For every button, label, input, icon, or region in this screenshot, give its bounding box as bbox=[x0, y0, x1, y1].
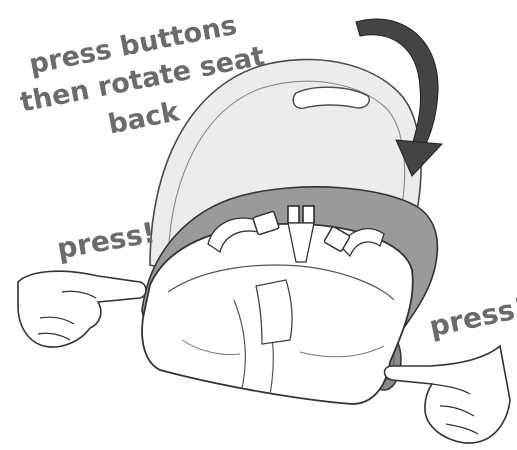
crotch-strap bbox=[256, 280, 292, 344]
left-hand-icon bbox=[18, 271, 146, 347]
right-hand-icon bbox=[385, 346, 511, 443]
